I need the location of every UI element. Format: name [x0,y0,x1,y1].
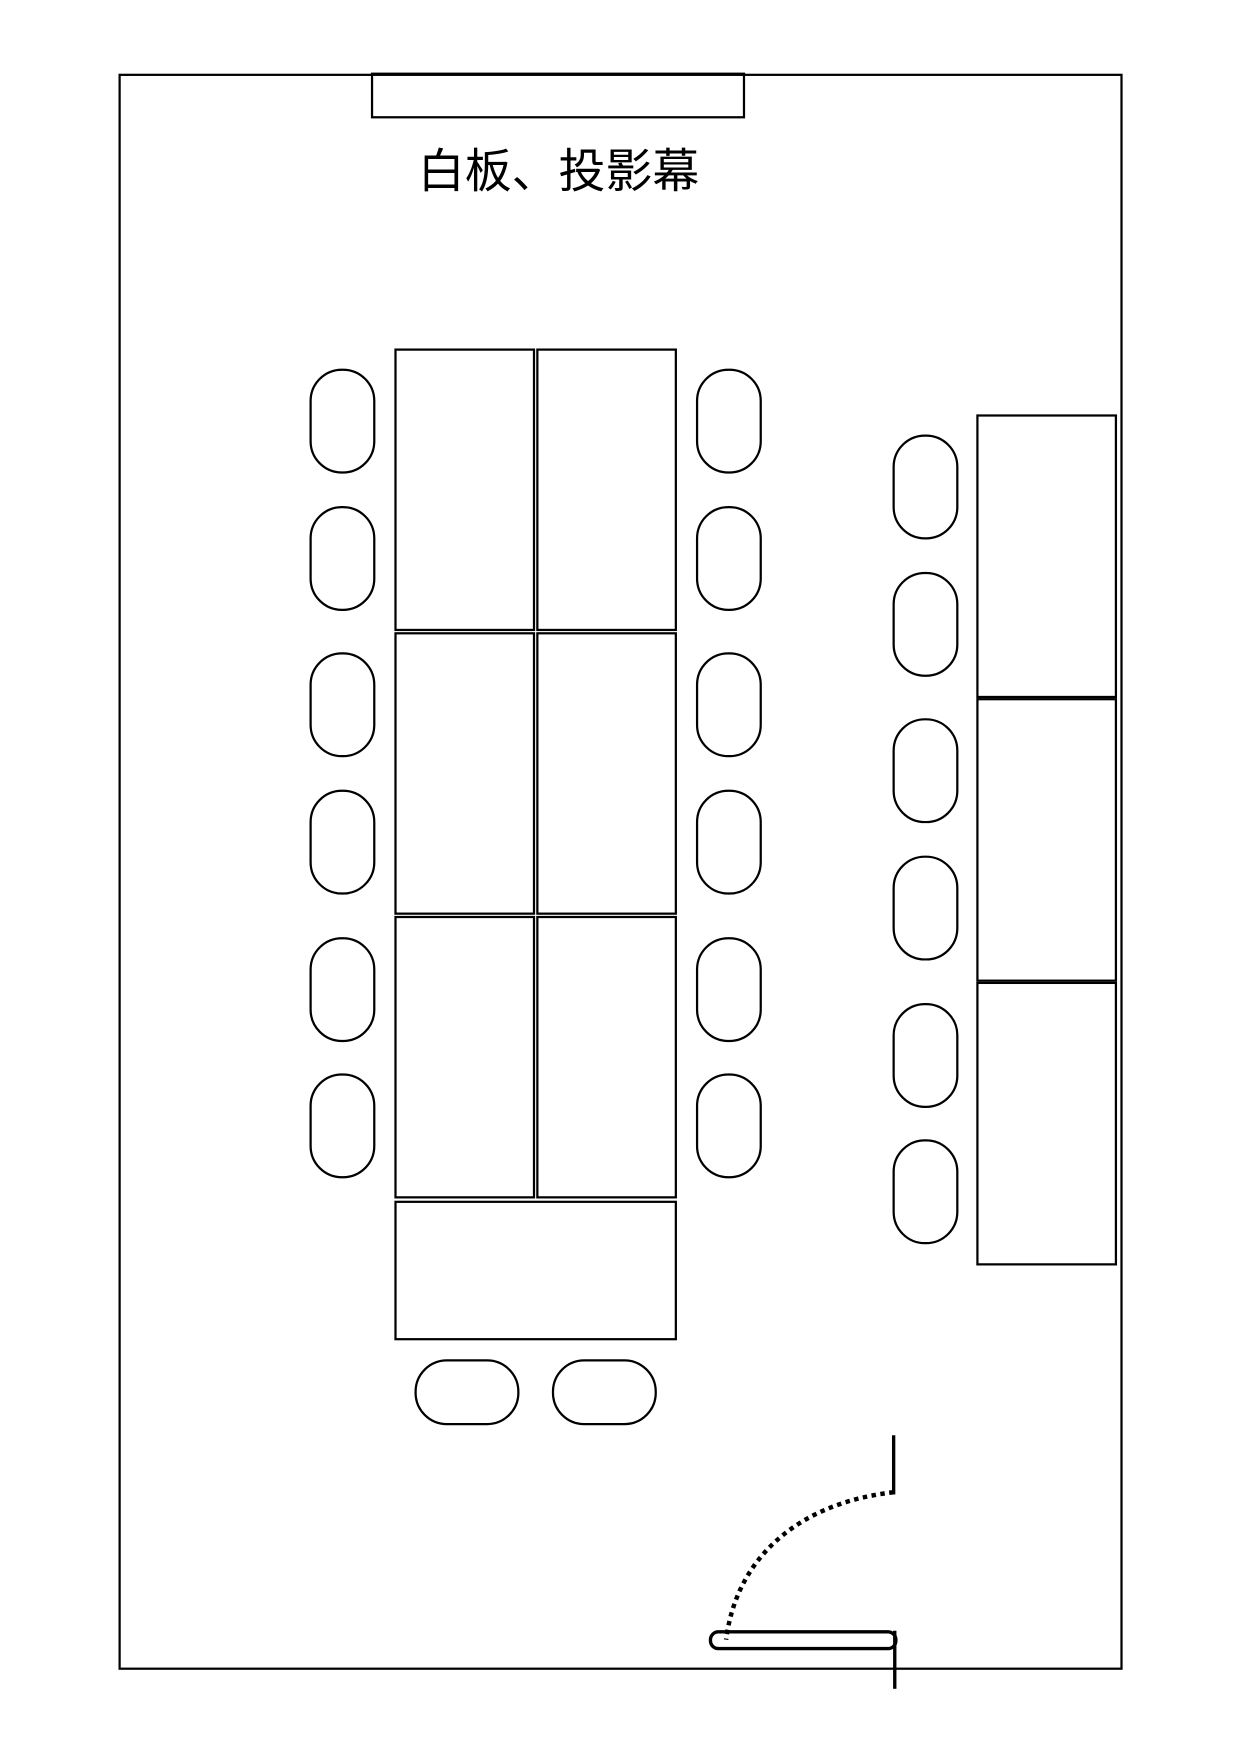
chair [892,571,959,677]
table [536,632,677,915]
door [708,1435,898,1689]
chair [695,652,762,758]
chair [695,937,762,1043]
chair [892,855,959,961]
whiteboard-label: 白板、投影幕 [418,145,699,200]
chair [892,1139,959,1245]
table [536,348,677,632]
chair [309,937,376,1043]
chair [309,368,376,474]
table [394,632,536,915]
chair [309,789,376,895]
chair [892,434,959,540]
table [394,915,536,1199]
chair [414,1359,520,1426]
chair [695,368,762,474]
table [976,414,1118,699]
chair [695,789,762,895]
table [976,981,1118,1266]
room-outline [118,73,1123,1670]
table [394,348,536,632]
chair [892,718,959,824]
chair [551,1359,657,1426]
table [536,915,677,1199]
door-leaf [708,1630,898,1651]
chair [892,1003,959,1108]
furniture [309,348,1118,1426]
chair [695,1073,762,1179]
whiteboard [370,72,746,119]
table [394,1200,677,1341]
table [976,698,1118,982]
chair [309,652,376,758]
chair [695,505,762,611]
chair [309,505,376,611]
chair [309,1073,376,1179]
door-swing-arc [723,1490,894,1640]
